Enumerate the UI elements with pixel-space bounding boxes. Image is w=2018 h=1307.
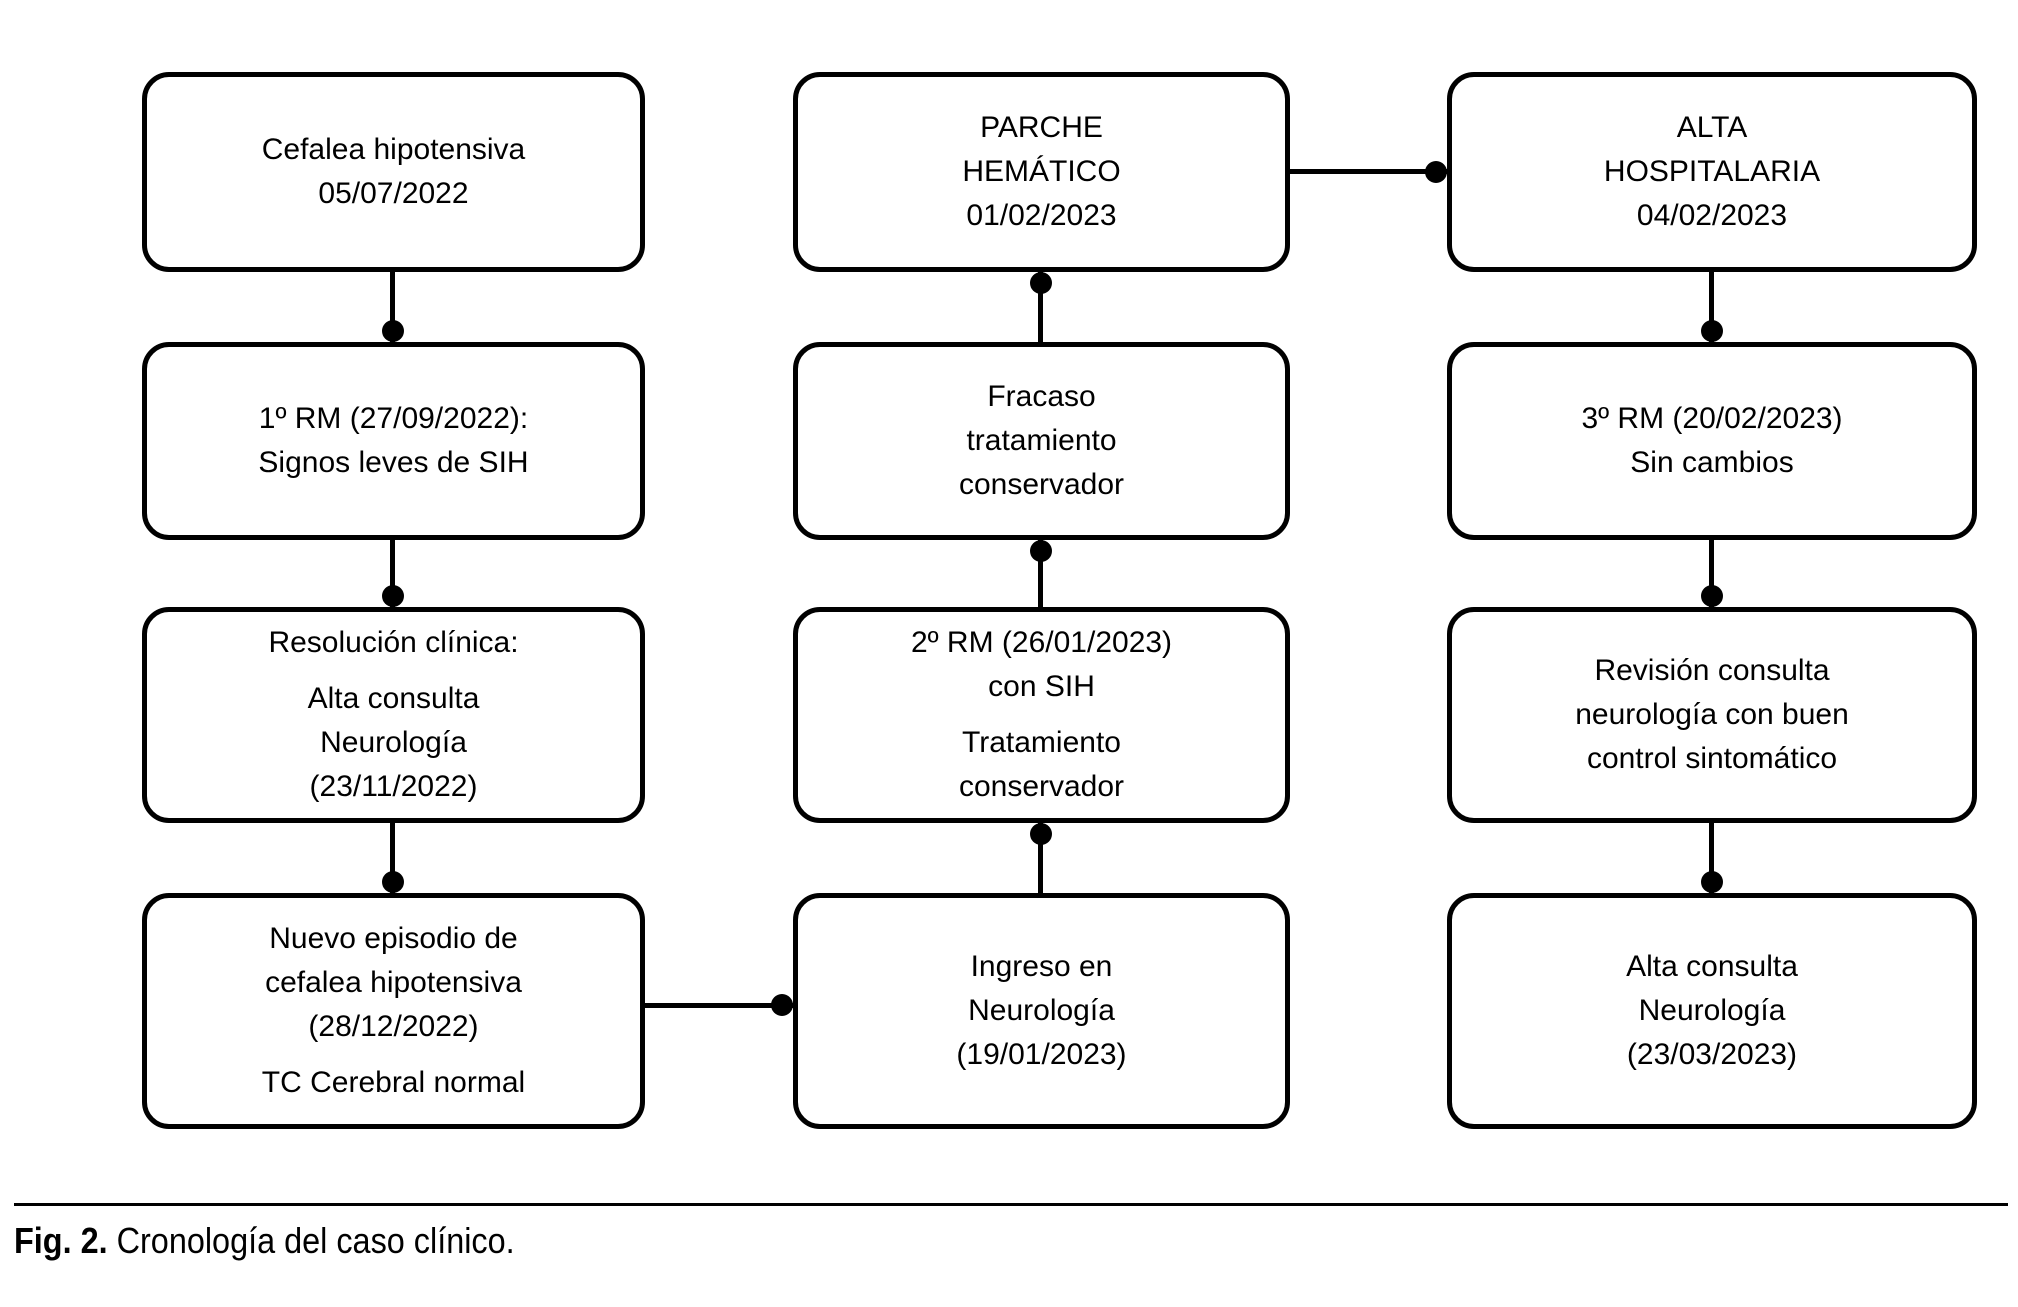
edge-arrow-dot bbox=[1030, 272, 1052, 294]
node-nuevo-episodio: Nuevo episodio de cefalea hipotensiva (2… bbox=[142, 893, 645, 1129]
node-text: Alta consulta Neurología (23/11/2022) bbox=[307, 682, 480, 803]
caption-label: Fig. 2. bbox=[14, 1220, 108, 1261]
edge-arrow-dot bbox=[382, 871, 404, 893]
edge-line bbox=[390, 540, 395, 607]
node-rm2: 2º RM (26/01/2023) con SIH Tratamiento c… bbox=[793, 607, 1290, 823]
node-text: 2º RM (26/01/2023) con SIH bbox=[910, 626, 1173, 703]
edge-arrow-dot bbox=[1701, 585, 1723, 607]
node-alta-consulta: Alta consulta Neurología (23/03/2023) bbox=[1447, 893, 1977, 1129]
node-alta-hospitalaria: ALTA HOSPITALARIA 04/02/2023 bbox=[1447, 72, 1977, 272]
node-rm1: 1º RM (27/09/2022): Signos leves de SIH bbox=[142, 342, 645, 540]
node-text: TC Cerebral normal bbox=[261, 1066, 526, 1099]
node-ingreso-neurologia: Ingreso en Neurología (19/01/2023) bbox=[793, 893, 1290, 1129]
node-parche-hematico: PARCHE HEMÁTICO 01/02/2023 bbox=[793, 72, 1290, 272]
edge-arrow-dot bbox=[1030, 823, 1052, 845]
figure-caption: Fig. 2.Cronología del caso clínico. bbox=[14, 1219, 515, 1263]
node-text: 1º RM (27/09/2022): Signos leves de SIH bbox=[258, 402, 529, 479]
node-text: Nuevo episodio de cefalea hipotensiva (2… bbox=[265, 922, 522, 1043]
node-fracaso-tratamiento: Fracaso tratamiento conservador bbox=[793, 342, 1290, 540]
edge-line bbox=[390, 823, 395, 893]
node-resolucion-clinica: Resolución clínica: Alta consulta Neurol… bbox=[142, 607, 645, 823]
edge-arrow-dot bbox=[1701, 320, 1723, 342]
node-text: Ingreso en Neurología (19/01/2023) bbox=[956, 950, 1127, 1071]
node-text: Revisión consulta neurología con buen co… bbox=[1575, 654, 1849, 775]
edge-line bbox=[1038, 272, 1043, 342]
edge-arrow-dot bbox=[382, 320, 404, 342]
node-text: Cefalea hipotensiva 05/07/2022 bbox=[261, 133, 526, 210]
edge-line bbox=[1290, 169, 1447, 174]
node-text: 3º RM (20/02/2023) Sin cambios bbox=[1581, 402, 1843, 479]
node-rm3: 3º RM (20/02/2023) Sin cambios bbox=[1447, 342, 1977, 540]
edge-line bbox=[1709, 823, 1714, 893]
edge-line bbox=[1709, 272, 1714, 342]
node-text: Tratamiento conservador bbox=[958, 726, 1125, 803]
edge-arrow-dot bbox=[382, 585, 404, 607]
node-text: PARCHE HEMÁTICO 01/02/2023 bbox=[962, 111, 1121, 232]
node-cefalea-hipotensiva: Cefalea hipotensiva 05/07/2022 bbox=[142, 72, 645, 272]
edge-arrow-dot bbox=[1701, 871, 1723, 893]
node-text: Fracaso tratamiento conservador bbox=[958, 380, 1125, 501]
node-revision-consulta: Revisión consulta neurología con buen co… bbox=[1447, 607, 1977, 823]
edge-arrow-dot bbox=[771, 994, 793, 1016]
edge-arrow-dot bbox=[1425, 161, 1447, 183]
edge-line bbox=[1038, 540, 1043, 607]
node-text: ALTA HOSPITALARIA 04/02/2023 bbox=[1603, 111, 1821, 232]
caption-text: Cronología del caso clínico. bbox=[116, 1220, 515, 1261]
edge-arrow-dot bbox=[1030, 540, 1052, 562]
edge-line bbox=[1709, 540, 1714, 607]
edge-line bbox=[390, 272, 395, 342]
edge-line bbox=[645, 1003, 793, 1008]
edge-line bbox=[1038, 823, 1043, 893]
caption-rule bbox=[14, 1203, 2008, 1206]
node-text: Resolución clínica: bbox=[268, 626, 519, 659]
node-text: Alta consulta Neurología (23/03/2023) bbox=[1626, 950, 1798, 1071]
